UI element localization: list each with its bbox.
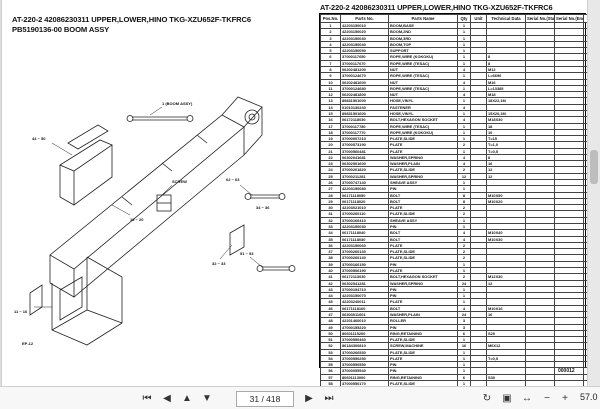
zoom-in-icon[interactable]: + bbox=[558, 391, 572, 405]
column-header: Unit bbox=[471, 15, 487, 23]
exploded-parts-diagram: 1 (BOOM ASSY) 44 ~ 50 62 ~ 63 51 ~ 53 11… bbox=[12, 45, 302, 360]
diagram-callout: 51 ~ 53 bbox=[240, 251, 254, 256]
parts-table: Pos.No. Parts No. Parts Name Qty Unit Te… bbox=[320, 14, 600, 386]
diagram-callout: 19 ~ 20 bbox=[130, 217, 144, 222]
diagram-callout: 11 ~ 16 bbox=[14, 309, 28, 314]
vertical-scrollbar[interactable] bbox=[587, 0, 600, 386]
refresh-icon[interactable]: ↻ bbox=[480, 391, 494, 405]
fit-page-icon[interactable]: ▣ bbox=[500, 391, 514, 405]
page-down-icon[interactable]: ▼ bbox=[200, 391, 214, 405]
column-header: Technical Data bbox=[487, 15, 526, 23]
table-header-row: Pos.No. Parts No. Parts Name Qty Unit Te… bbox=[321, 15, 600, 23]
parts-table-title: AT-220-2 42086230311 UPPER,LOWER,HINO TK… bbox=[320, 3, 552, 12]
page-code: 000012 bbox=[558, 368, 575, 374]
viewer-toolbar: ⏮ ◀ ▲ ▼ 31 / 418 ▶ ⏭ ↻ ▣ ↔ − + 57.0 bbox=[0, 386, 600, 409]
document-viewport[interactable]: AT-220-2 42086230311 UPPER,LOWER,HINO TK… bbox=[0, 0, 600, 386]
diagram-callout: 62 ~ 63 bbox=[226, 177, 240, 182]
column-header: Pos.No. bbox=[321, 15, 341, 23]
diagram-callout: SCREW bbox=[172, 179, 187, 184]
column-header: Serial No.(Start) bbox=[526, 15, 555, 23]
next-page-icon[interactable]: ▶ bbox=[302, 391, 316, 405]
diagram-subtitle: PB5190136-00 BOOM ASSY bbox=[12, 25, 109, 34]
page-up-icon[interactable]: ▲ bbox=[180, 391, 194, 405]
scrollbar-thumb[interactable] bbox=[590, 150, 598, 184]
diagram-callout: 44 ~ 50 bbox=[32, 136, 46, 141]
diagram-title: AT-220-2 42086230311 UPPER,LOWER,HINO TK… bbox=[12, 15, 251, 24]
column-header: Parts No. bbox=[341, 15, 389, 23]
column-header: Qty bbox=[458, 15, 471, 23]
column-header: Parts Name bbox=[389, 15, 458, 23]
pdf-page: AT-220-2 42086230311 UPPER,LOWER,HINO TK… bbox=[2, 0, 588, 386]
fit-width-icon[interactable]: ↔ bbox=[520, 391, 534, 405]
diagram-callout: 34 ~ 36 bbox=[256, 205, 270, 210]
previous-page-icon[interactable]: ◀ bbox=[160, 391, 174, 405]
parts-table-container: Pos.No. Parts No. Parts Name Qty Unit Te… bbox=[319, 13, 586, 368]
column-header: Serial No.(End) bbox=[555, 15, 584, 23]
diagram-callout: EP-12 bbox=[22, 341, 34, 346]
diagram-callout: 32 ~ 33 bbox=[212, 261, 226, 266]
last-page-icon[interactable]: ⏭ bbox=[322, 391, 336, 405]
first-page-icon[interactable]: ⏮ bbox=[140, 391, 154, 405]
zoom-level[interactable]: 57.0 bbox=[580, 392, 598, 402]
diagram-panel: AT-220-2 42086230311 UPPER,LOWER,HINO TK… bbox=[2, 0, 302, 386]
diagram-callout: 1 (BOOM ASSY) bbox=[162, 101, 193, 106]
page-number-field[interactable]: 31 / 418 bbox=[236, 391, 294, 407]
zoom-out-icon[interactable]: − bbox=[540, 391, 554, 405]
